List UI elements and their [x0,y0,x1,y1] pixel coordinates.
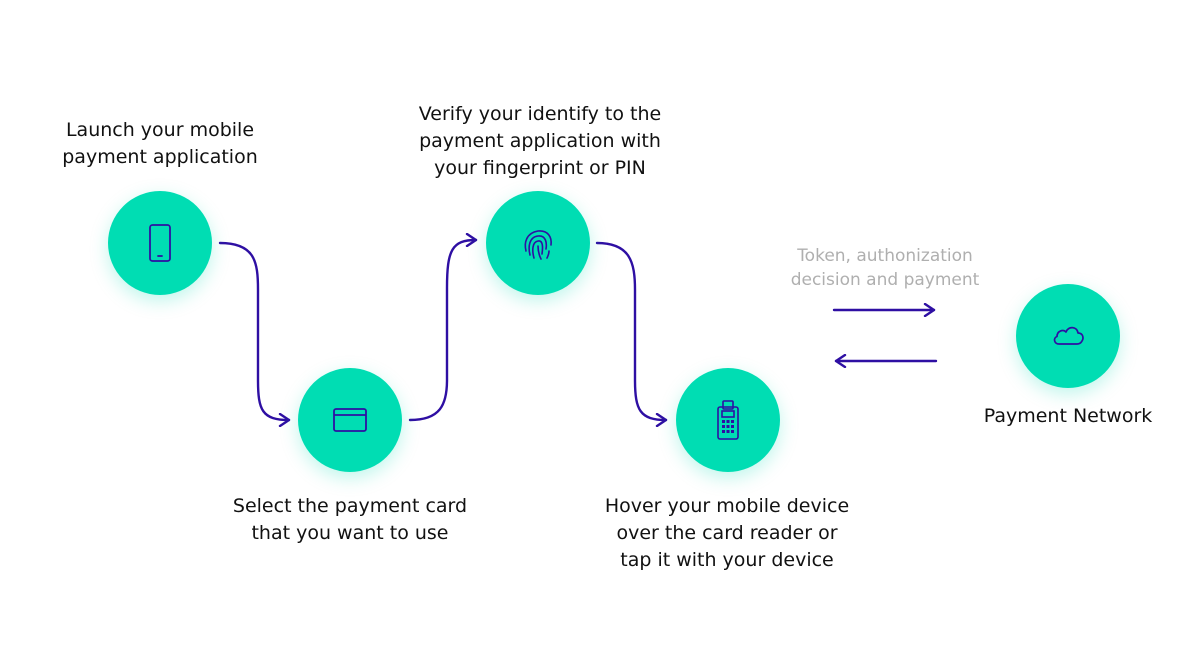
network-caption: Payment Network [983,405,1153,427]
network-node [1016,284,1120,388]
step-3-caption: Verify your identify to the payment appl… [418,103,662,179]
card-reader-icon [717,400,739,440]
connector-arrow-1-2 [218,241,291,420]
fingerprint-icon [524,230,552,260]
step-2-caption: Select the payment card that you want to… [232,495,468,544]
credit-card-icon [333,408,367,432]
step-1-node [108,191,212,295]
step-1-caption: Launch your mobile payment application [62,119,258,168]
step-4-caption: Hover your mobile device over the card r… [604,495,850,571]
exchange-note: Token, authonization decision and paymen… [790,246,980,290]
cloud-icon [1053,326,1084,345]
connector-arrow-3-4 [595,241,668,420]
step-4-node [676,368,780,472]
step-2-node [298,368,402,472]
connector-arrow-2-3 [408,240,478,422]
phone-icon [149,224,171,262]
step-3-node [486,191,590,295]
